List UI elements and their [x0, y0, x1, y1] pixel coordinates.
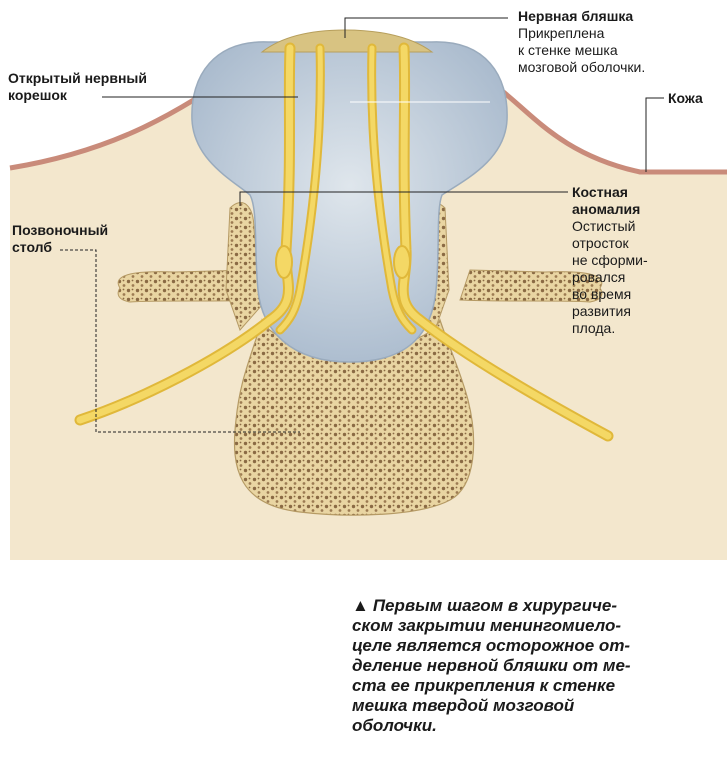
bone-anomaly-line-5: во время — [572, 286, 632, 302]
neural-plaque-label: Нервная бляшка Прикреплена к стенке мешк… — [518, 8, 645, 76]
open-nerve-root-label: Открытый нервный корешок — [8, 70, 147, 104]
bone-anomaly-label: Костная аномалия Остистый отросток не сф… — [572, 184, 648, 337]
bone-anomaly-line-3: не сформи- — [572, 252, 648, 268]
caption-line-4: деление нервной бляшки от ме- — [352, 656, 631, 675]
nerve-roots — [74, 42, 614, 442]
dural-sac — [191, 41, 508, 363]
vertebral-body — [233, 318, 475, 516]
spinal-column-line-2: столб — [12, 239, 53, 255]
bone-anomaly-title-2: аномалия — [572, 201, 641, 217]
skin-label: Кожа — [668, 90, 703, 107]
neural-plaque-title: Нервная бляшка — [518, 8, 634, 24]
leader-lines — [60, 17, 664, 433]
lamina-left — [225, 202, 263, 331]
caption-line-7: оболочки. — [352, 716, 437, 735]
caption-marker: ▲ — [352, 596, 369, 615]
open-nerve-root-line-2: корешок — [8, 87, 67, 103]
transverse-process-left — [117, 269, 261, 303]
bone-anomaly-line-1: Остистый — [572, 218, 636, 234]
spinal-column-label: Позвоночный столб — [12, 222, 108, 256]
figure-caption: ▲Первым шагом в хирургиче- ском закрытии… — [352, 596, 692, 736]
neural-plaque-line-1: Прикреплена — [518, 25, 605, 41]
bone-anomaly-title-1: Костная — [572, 184, 628, 200]
spinal-column-line-1: Позвоночный — [12, 222, 109, 238]
bone-anomaly-line-2: отросток — [572, 235, 629, 251]
bone-anomaly-line-4: ровался — [572, 269, 626, 285]
open-nerve-root-line-1: Открытый нервный — [8, 70, 147, 86]
caption-line-3: целе является осторожное от- — [352, 636, 631, 655]
caption-line-1: Первым шагом в хирургиче- — [372, 596, 617, 615]
neural-plaque-line-2: к стенке мешка — [518, 42, 618, 58]
bone-anomaly-line-7: плода. — [572, 320, 616, 336]
caption-line-5: ста ее прикрепления к стенке — [352, 676, 616, 695]
skin-title: Кожа — [668, 90, 703, 106]
caption-line-2: ском закрытии менингомиело- — [352, 616, 622, 635]
neural-plaque-line-3: мозговой оболочки. — [518, 59, 646, 75]
caption-line-6: мешка твердой мозговой — [352, 696, 575, 715]
bone-anomaly-line-6: развития — [572, 303, 631, 319]
transverse-process-right — [459, 269, 603, 303]
